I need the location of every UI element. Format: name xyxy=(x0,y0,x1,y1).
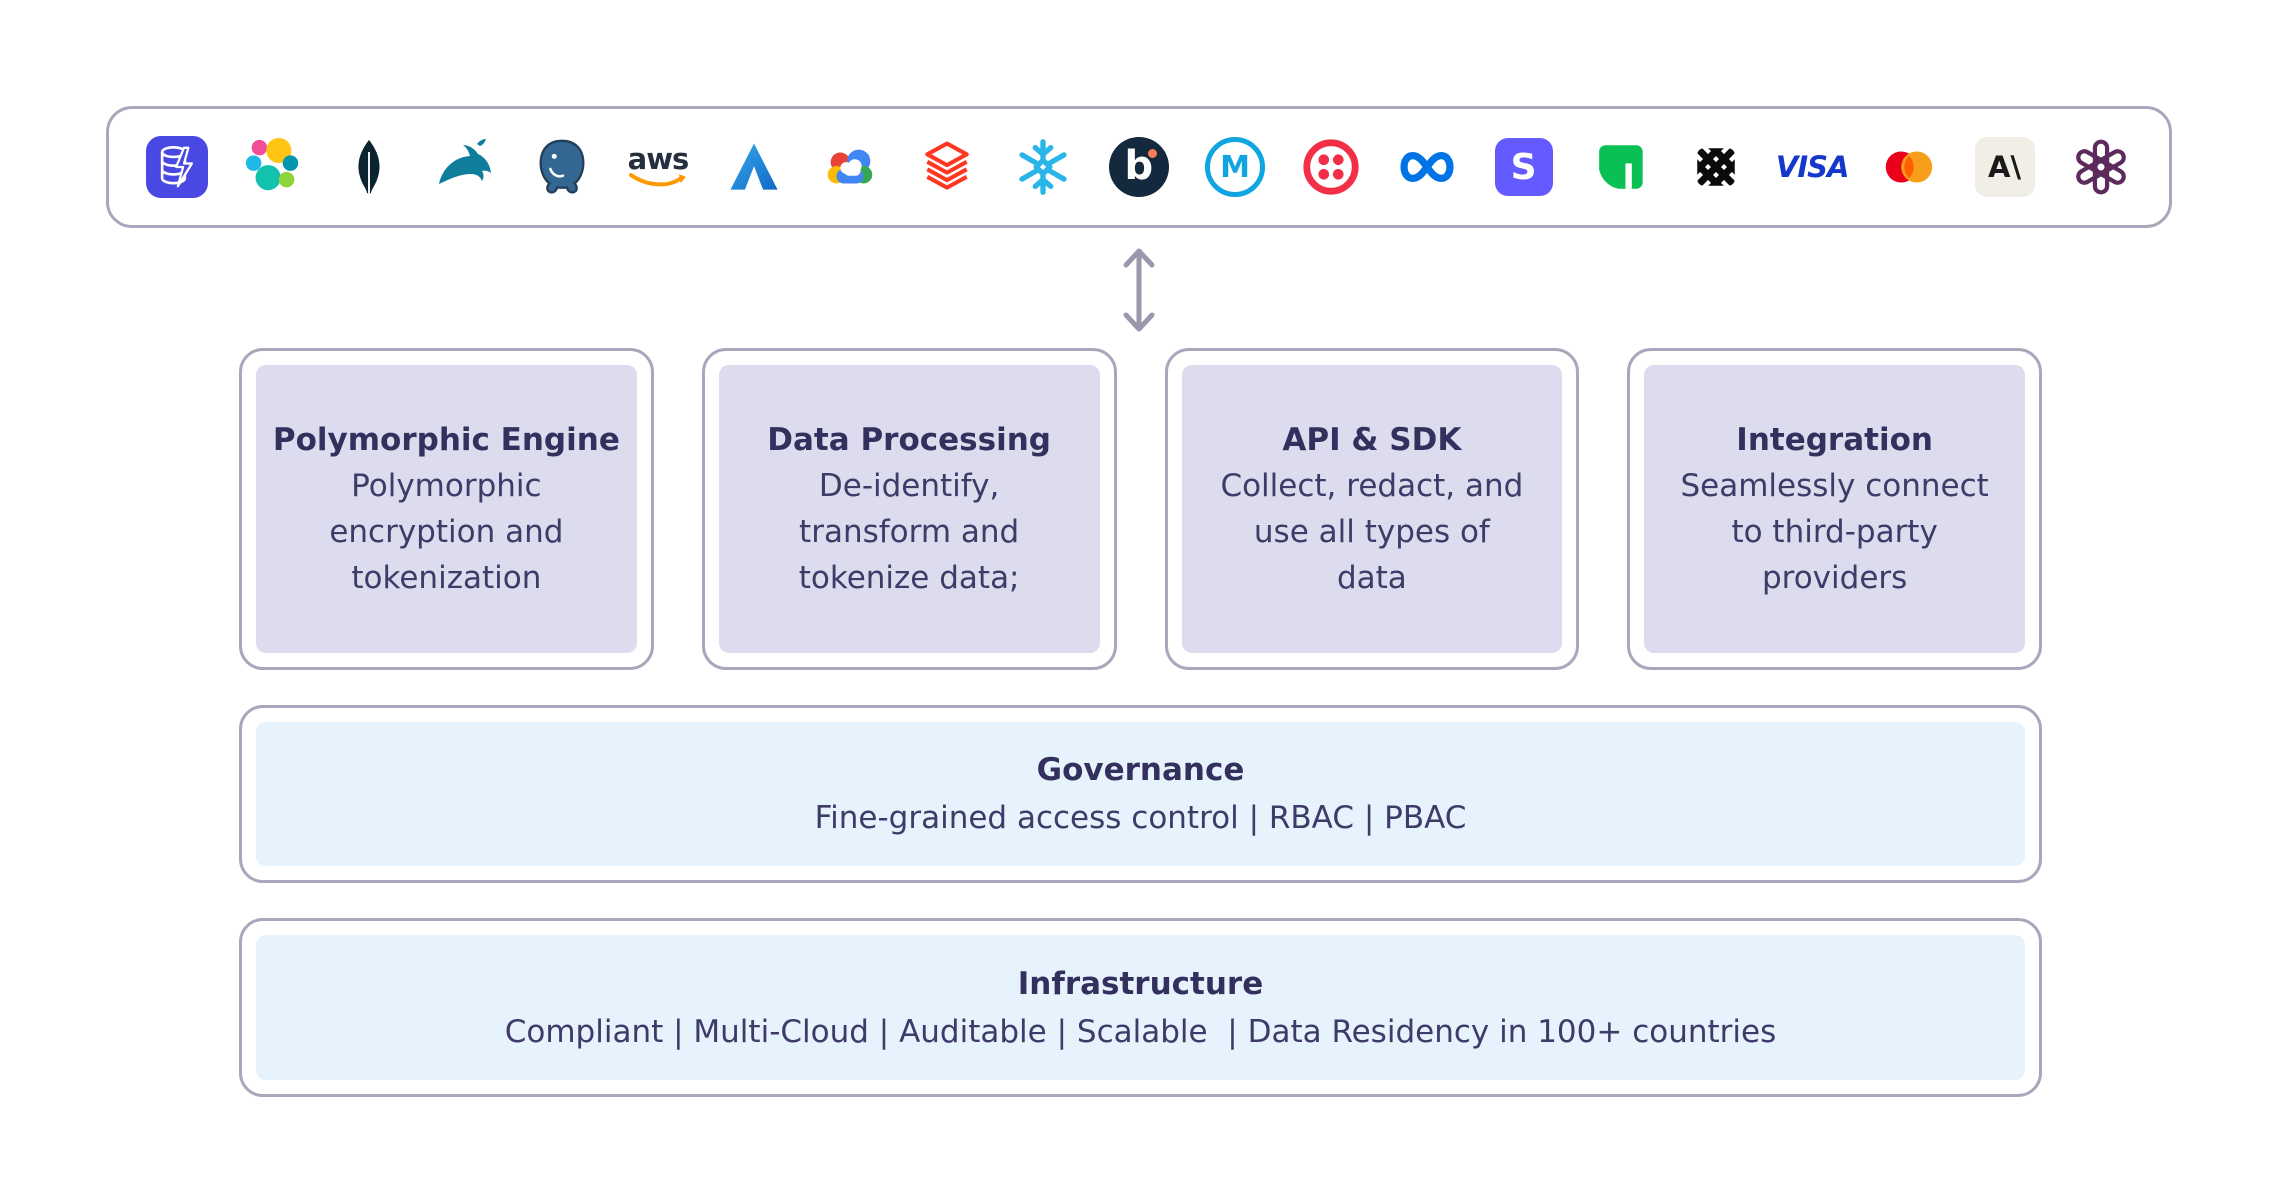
logo-adyen xyxy=(1586,129,1654,205)
azure-icon xyxy=(730,143,778,190)
logo-mysql xyxy=(432,129,500,205)
logo-mastercard xyxy=(1874,129,1942,205)
twilio-icon xyxy=(1303,139,1359,195)
stripe-icon: S xyxy=(1494,138,1553,196)
anthropic-glyph: A\ xyxy=(1988,150,2022,184)
card-title: Integration xyxy=(1736,422,1933,458)
integrations-logo-bar: aws xyxy=(106,106,2172,228)
card-panel: API & SDK Collect, redact, and use all t… xyxy=(1181,365,1563,653)
logo-snowflake xyxy=(1009,129,1077,205)
logo-openai xyxy=(2067,129,2135,205)
card-integration: Integration Seamlessly connect to third-… xyxy=(1627,348,2042,670)
logo-azure xyxy=(720,129,788,205)
card-api-sdk: API & SDK Collect, redact, and use all t… xyxy=(1164,348,1580,670)
logo-visa: VISA xyxy=(1775,129,1850,205)
meta-infinity-icon xyxy=(1400,152,1454,182)
postgresql-elephant-icon xyxy=(539,139,585,194)
logo-meta xyxy=(1393,129,1461,205)
card-data-processing: Data Processing De-identify, transform a… xyxy=(701,348,1117,670)
adyen-icon xyxy=(1598,145,1643,189)
mastercard-icon xyxy=(1886,151,1933,183)
bidirectional-arrow-icon xyxy=(1123,248,1155,332)
band-title: Infrastructure xyxy=(1017,965,1264,1002)
stripe-letter: S xyxy=(1510,146,1537,188)
logo-plaid xyxy=(1682,129,1750,205)
card-panel: Polymorphic Engine Polymorphic encryptio… xyxy=(256,365,637,653)
mulesoft-letter: M xyxy=(1220,149,1250,185)
snowflake-icon xyxy=(1019,139,1067,195)
databricks-icon xyxy=(924,141,969,190)
logo-stripe: S xyxy=(1490,129,1558,205)
mongodb-leaf-icon xyxy=(358,139,380,194)
band-body: Compliant | Multi-Cloud | Auditable | Sc… xyxy=(504,1013,1777,1050)
card-body: Seamlessly connect to third-party provid… xyxy=(1680,468,1989,596)
card-title: Polymorphic Engine xyxy=(272,422,620,458)
logo-aws: aws xyxy=(624,129,692,205)
band-panel: Infrastructure Compliant | Multi-Cloud |… xyxy=(256,935,2025,1080)
card-title: API & SDK xyxy=(1282,422,1462,458)
plaid-icon xyxy=(1697,148,1735,186)
card-body: Collect, redact, and use all types of da… xyxy=(1220,468,1524,596)
card-panel: Integration Seamlessly connect to third-… xyxy=(1644,365,2025,653)
visa-wordmark: VISA xyxy=(1775,150,1850,184)
logo-mongodb xyxy=(335,129,403,205)
logo-anthropic: A\ xyxy=(1971,129,2039,205)
band-title: Governance xyxy=(1036,752,1245,788)
card-panel: Data Processing De-identify, transform a… xyxy=(718,365,1100,653)
logo-postgresql xyxy=(528,129,596,205)
database-icon xyxy=(146,136,208,198)
google-cloud-icon xyxy=(828,149,873,184)
aws-smile-icon xyxy=(628,172,686,186)
logo-twilio xyxy=(1297,129,1365,205)
elastic-icon xyxy=(246,137,299,191)
openai-icon xyxy=(2075,139,2126,195)
card-body: De-identify, transform and tokenize data… xyxy=(798,468,1020,596)
card-polymorphic-engine: Polymorphic Engine Polymorphic encryptio… xyxy=(239,348,654,670)
logo-google-cloud xyxy=(816,129,884,205)
mulesoft-icon: M xyxy=(1205,137,1266,197)
braze-dot-icon xyxy=(1147,149,1157,158)
card-title: Data Processing xyxy=(767,422,1051,458)
logo-databricks xyxy=(913,129,981,205)
band-body: Fine-grained access control | RBAC | PBA… xyxy=(814,800,1467,836)
aws-wordmark: aws xyxy=(627,141,690,176)
band-panel: Governance Fine-grained access control |… xyxy=(256,722,2025,866)
logo-elastic xyxy=(239,129,307,205)
logo-mulesoft: M xyxy=(1201,129,1269,205)
aws-icon: aws xyxy=(627,141,690,189)
logo-database xyxy=(143,129,211,205)
mysql-dolphin-icon xyxy=(438,139,491,184)
card-body: Polymorphic encryption and tokenization xyxy=(329,468,564,596)
infrastructure-band: Infrastructure Compliant | Multi-Cloud |… xyxy=(239,918,2042,1097)
logo-braze: b xyxy=(1105,129,1173,205)
anthropic-icon: A\ xyxy=(1974,137,2035,197)
governance-band: Governance Fine-grained access control |… xyxy=(239,705,2042,883)
feature-cards-row: Polymorphic Engine Polymorphic encryptio… xyxy=(239,348,2042,670)
braze-icon: b xyxy=(1108,137,1169,197)
